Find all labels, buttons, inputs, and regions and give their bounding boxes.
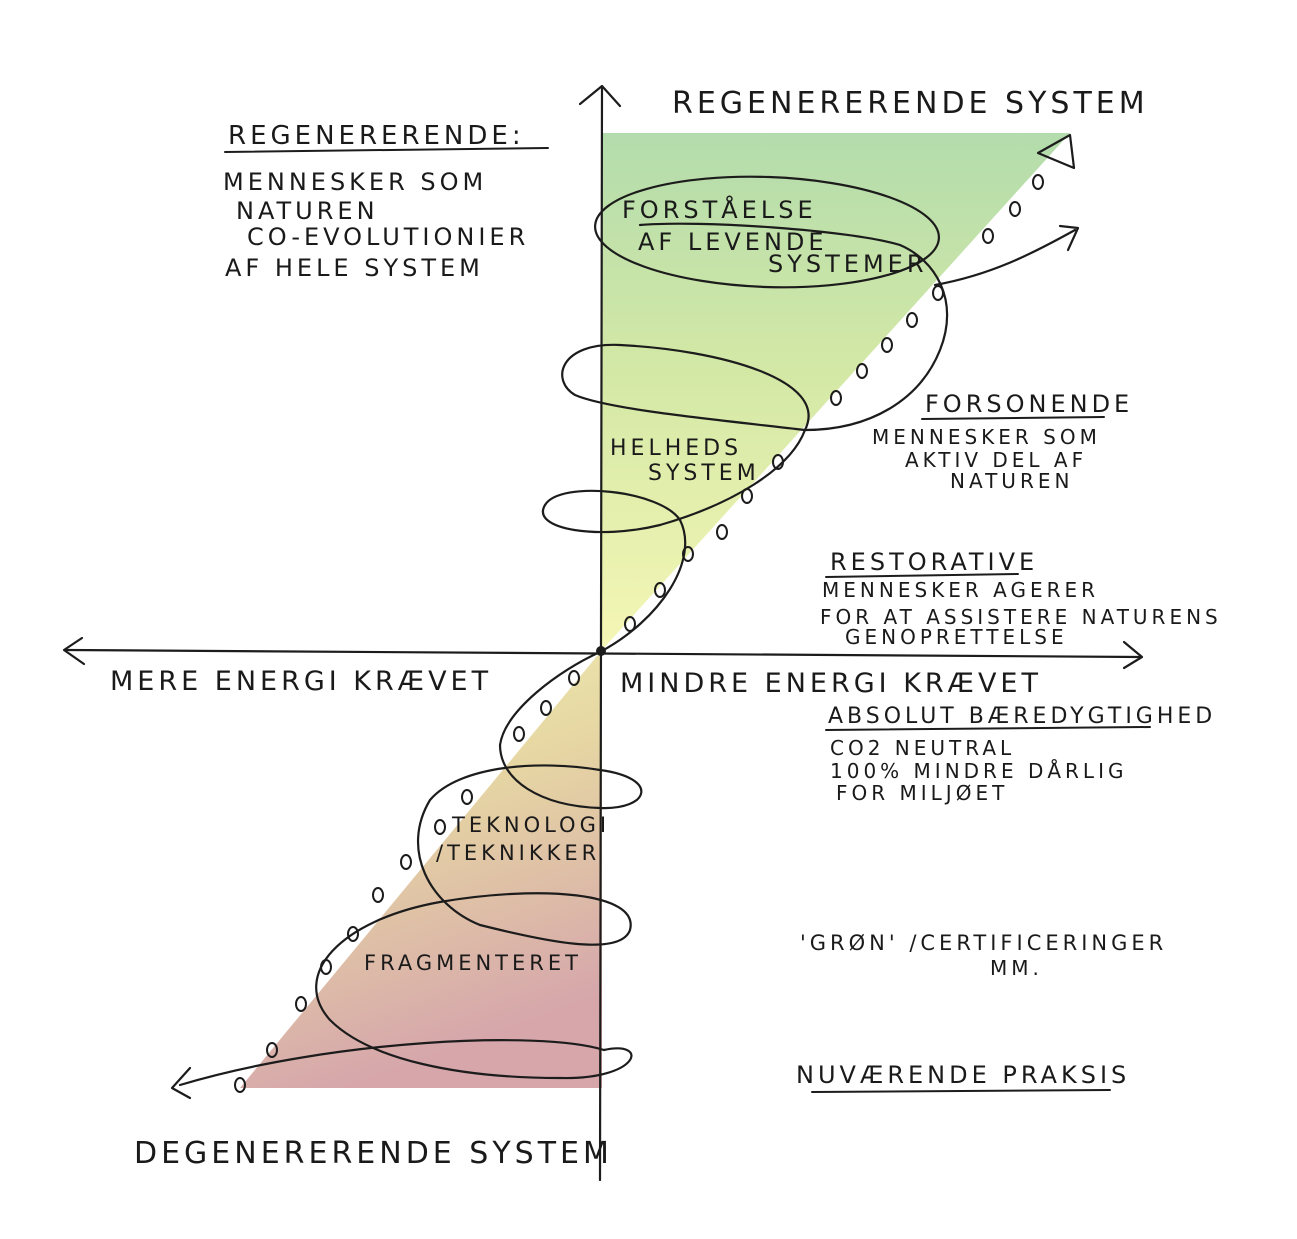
regenerative-line-4: AF HELE SYSTEM <box>225 254 484 282</box>
loop-understanding-line-3: SYSTEMER <box>768 250 928 278</box>
loop-whole-system-line-2: SYSTEM <box>648 461 760 486</box>
sustainable-underline <box>825 726 1151 731</box>
restorative-line-1: MENNESKER AGERER <box>822 578 1099 602</box>
reconciling-line-2: AKTIV DEL AF <box>905 448 1087 472</box>
top-triangle-marker <box>1036 133 1076 170</box>
right-axis-label: MINDRE ENERGI KRÆVET <box>620 668 1042 699</box>
sustainable-line-2: 100% MINDRE DÅRLIG <box>830 759 1127 783</box>
sustainable-heading: ABSOLUT BÆREDYGTIGHED <box>828 704 1216 729</box>
regenerative-line-3: CO-EVOLUTIONIER <box>247 223 529 251</box>
restorative-line-2: FOR AT ASSISTERE NATURENS <box>820 605 1222 629</box>
spiral-loops <box>170 175 1080 1100</box>
sustainable-line-1: CO2 NEUTRAL <box>830 736 1015 760</box>
vertical-axis <box>598 86 604 1182</box>
upper-diagonal-dots <box>624 174 1044 632</box>
current-practice-heading: NUVÆRENDE PRAKSIS <box>796 1061 1130 1089</box>
loop-whole-system-line-1: HELHEDS <box>610 436 742 461</box>
green-line-1: 'GRØN' /CERTIFICERINGER <box>800 931 1167 955</box>
loop-fragmented: FRAGMENTERET <box>364 951 582 975</box>
right-axis-arrowhead <box>1122 640 1144 670</box>
current-practice-underline <box>811 1089 1111 1093</box>
left-axis-label: MERE ENERGI KRÆVET <box>110 666 492 697</box>
regenerative-line-1: MENNESKER SOM <box>223 168 487 196</box>
loop-technology-line-2: /TEKNIKKER <box>436 841 600 865</box>
sustainable-line-3: FOR MILJØET <box>836 781 1008 805</box>
loop-technology-line-1: TEKNOLOGI <box>451 813 610 837</box>
left-axis-arrowhead <box>62 636 86 666</box>
loop-understanding-line-2: AF LEVENDE <box>638 228 828 256</box>
regenerative-line-2: NATUREN <box>236 197 379 225</box>
loop-understanding-line-1: FORSTÅELSE <box>622 195 817 224</box>
reconciling-line-1: MENNESKER SOM <box>872 425 1101 449</box>
regenerative-heading: REGENERERENDE: <box>228 121 525 151</box>
reconciling-underline <box>921 416 1105 420</box>
bottom-axis-label: DEGENERERENDE SYSTEM <box>134 1136 613 1171</box>
reconciling-heading: FORSONENDE <box>925 390 1133 418</box>
restorative-underline <box>825 573 1019 578</box>
top-axis-label: REGENERERENDE SYSTEM <box>672 86 1149 121</box>
restorative-heading: RESTORATIVE <box>830 548 1038 576</box>
regenerative-underline <box>224 147 549 153</box>
restorative-line-3: GENOPRETTELSE <box>845 625 1068 649</box>
green-line-2: MM. <box>990 956 1043 980</box>
reconciling-line-3: NATUREN <box>950 469 1073 493</box>
lower-degenerative-triangle <box>240 650 602 1088</box>
vertical-axis-arrowhead <box>578 84 622 108</box>
